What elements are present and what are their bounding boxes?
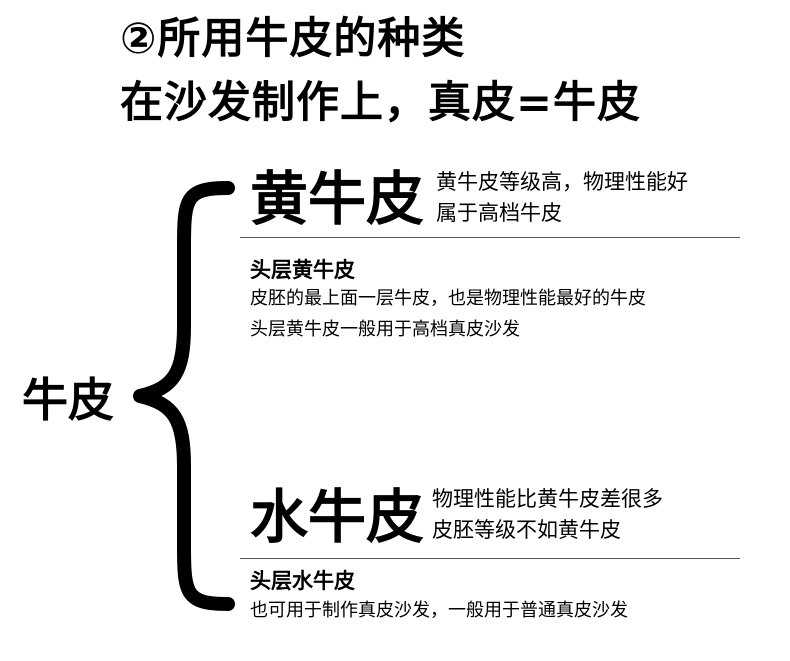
branch-desc-line: 黄牛皮等级高，物理性能好 [436, 170, 688, 194]
curly-brace-icon [133, 181, 235, 611]
divider [240, 558, 740, 559]
sub-body-line: 皮胚的最上面一层牛皮，也是物理性能最好的牛皮 [250, 288, 646, 309]
root-label: 牛皮 [22, 373, 114, 427]
branch-desc-line: 属于高档牛皮 [436, 201, 562, 225]
sub-body-line: 也可用于制作真皮沙发，一般用于普通真皮沙发 [250, 600, 628, 621]
sub-title-touceng-shuiniupi: 头层水牛皮 [250, 569, 355, 593]
branch-desc-line: 皮胚等级不如黄牛皮 [432, 518, 621, 542]
branch-title-huangniupi: 黄牛皮 [250, 165, 425, 233]
sub-body-line: 头层黄牛皮一般用于高档真皮沙发 [250, 319, 520, 340]
title-line-1: ②所用牛皮的种类 [120, 14, 466, 64]
branch-title-shuiniupi: 水牛皮 [250, 483, 425, 551]
divider [240, 237, 740, 238]
sub-title-touceng-huangniupi: 头层黄牛皮 [250, 258, 355, 282]
title-line-2: 在沙发制作上，真皮=牛皮 [120, 78, 642, 128]
branch-desc-line: 物理性能比黄牛皮差很多 [432, 487, 663, 511]
